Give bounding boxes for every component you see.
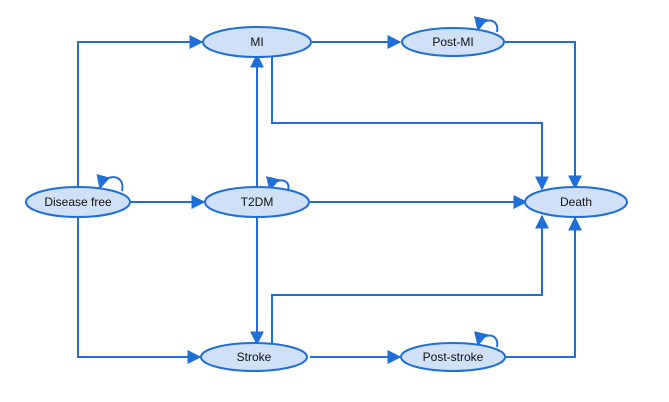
node-label-death: Death [560,195,592,209]
node-label-disease-free: Disease free [44,195,112,209]
edge-mi-to-death [271,57,549,191]
edge-stroke-to-death [271,214,549,343]
node-t2dm: T2DM [204,186,310,218]
node-stroke: Stroke [200,342,308,372]
node-post-stroke: Post-stroke [400,342,506,372]
self-loop-disease-free [96,174,124,192]
node-death: Death [524,186,628,218]
node-label-post-mi: Post-MI [432,35,473,49]
edge-disease-free-to-mi [77,35,204,190]
node-post-mi: Post-MI [401,27,505,57]
node-label-t2dm: T2DM [241,195,274,209]
node-label-post-stroke: Post-stroke [423,350,484,364]
node-mi: MI [202,26,312,58]
self-loop-post-mi [474,16,499,33]
edge-disease-free-to-stroke [77,214,202,364]
edge-post-stroke-to-death [505,216,582,358]
self-loops [96,16,499,348]
node-disease-free: Disease free [25,186,131,218]
edge-post-mi-to-death [505,41,582,190]
edges [77,35,582,364]
node-label-mi: MI [250,35,263,49]
node-label-stroke: Stroke [237,350,272,364]
self-loop-post-stroke [474,331,499,348]
